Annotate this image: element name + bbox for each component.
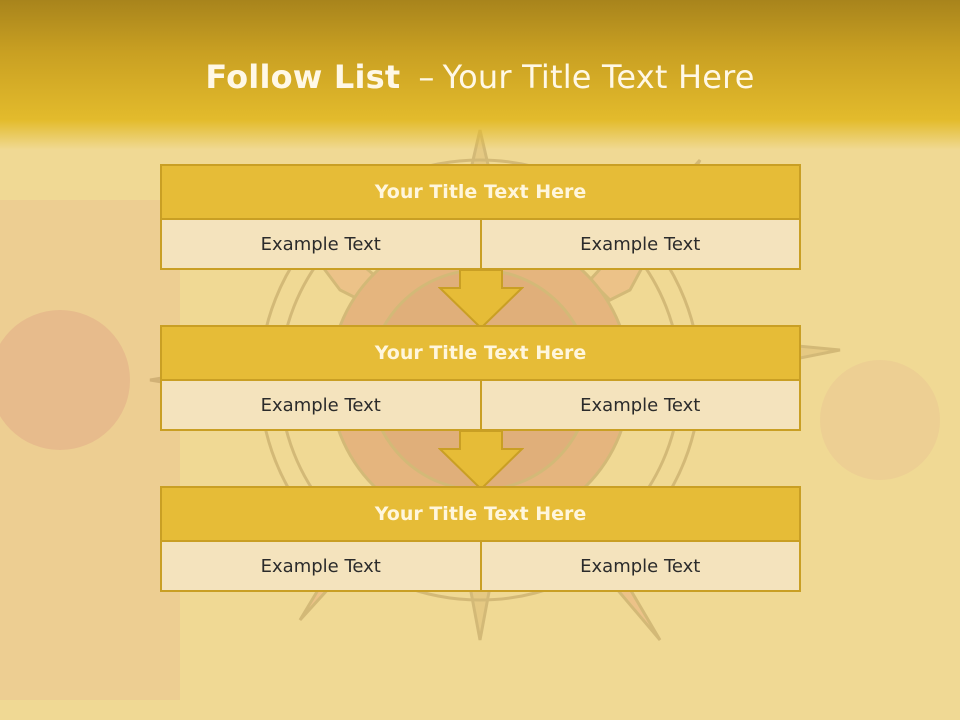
block-row: Example Text Example Text <box>160 381 801 431</box>
down-arrow-icon <box>438 431 524 491</box>
title-rest: Your Title Text Here <box>442 58 755 96</box>
title-bar <box>0 0 960 150</box>
slide-title: Follow List – Your Title Text Here <box>0 52 960 102</box>
title-bold: Follow List <box>205 58 401 96</box>
down-arrow-icon <box>438 270 524 330</box>
block-title: Your Title Text Here <box>160 164 801 220</box>
block-cell-right: Example Text <box>481 220 801 270</box>
block-row: Example Text Example Text <box>160 542 801 592</box>
block-title: Your Title Text Here <box>160 486 801 542</box>
block-row: Example Text Example Text <box>160 220 801 270</box>
list-block-1: Your Title Text Here Example Text Exampl… <box>160 164 801 270</box>
block-cell-left: Example Text <box>160 220 482 270</box>
block-cell-left: Example Text <box>160 381 482 431</box>
block-cell-right: Example Text <box>481 542 801 592</box>
block-cell-left: Example Text <box>160 542 482 592</box>
title-dash: – <box>418 58 435 96</box>
block-cell-right: Example Text <box>481 381 801 431</box>
block-title: Your Title Text Here <box>160 325 801 381</box>
list-block-3: Your Title Text Here Example Text Exampl… <box>160 486 801 592</box>
list-block-2: Your Title Text Here Example Text Exampl… <box>160 325 801 431</box>
